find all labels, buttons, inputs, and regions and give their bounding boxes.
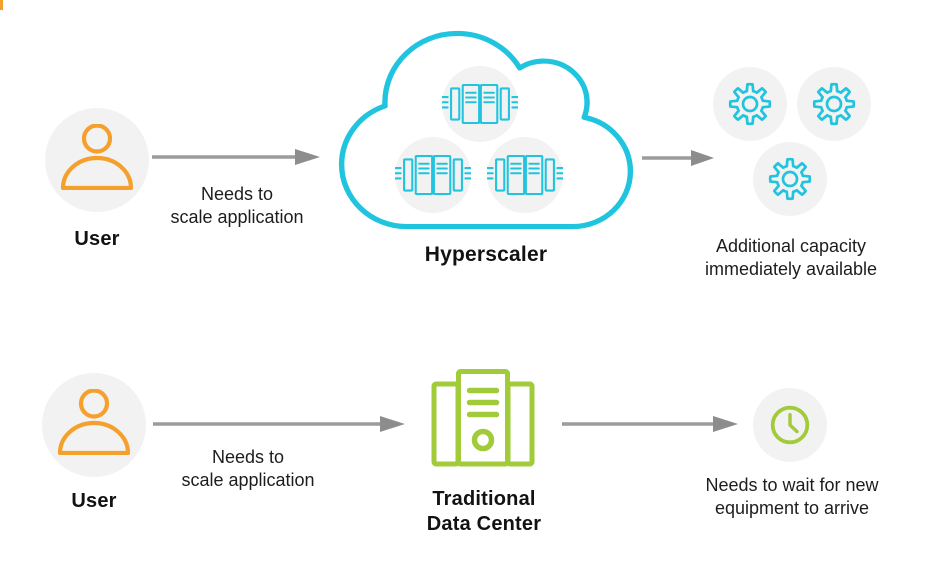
gear-icon	[768, 157, 812, 201]
gear-icon	[812, 82, 856, 126]
result-caption-line2: immediately available	[704, 259, 878, 279]
server-circle	[395, 137, 471, 213]
step-caption-line2: scale application	[181, 470, 315, 490]
step-caption-line1: Needs to	[200, 184, 274, 204]
step-caption: Needs to scale application	[156, 183, 318, 229]
capacity-circle	[753, 142, 827, 216]
user-avatar	[42, 373, 146, 477]
server-circle	[442, 66, 518, 142]
step-caption-line2: scale application	[170, 207, 304, 227]
step-caption-line1: Needs to	[211, 447, 285, 467]
person-outline-shape	[57, 389, 131, 455]
wait-circle	[753, 388, 827, 462]
clock-icon	[770, 405, 810, 445]
result-caption-line2: equipment to arrive	[714, 498, 870, 518]
result-caption-line1: Needs to wait for new	[705, 475, 879, 495]
arrow-right-icon	[152, 149, 320, 165]
corner-artifact	[0, 0, 3, 10]
user-label: User	[71, 490, 117, 512]
server-rack-shape	[487, 154, 563, 196]
user-avatar	[45, 108, 149, 212]
person-outline-shape	[60, 124, 134, 190]
person-outline-icon	[57, 389, 131, 455]
gear-icon	[728, 82, 772, 126]
arrow-right-icon	[642, 150, 714, 166]
arrow-right-icon	[153, 416, 405, 432]
datacenter-label-line1: Traditional	[432, 488, 536, 510]
datacenter-label-line2: Data Center	[426, 513, 542, 535]
server-rack-icon	[487, 154, 563, 196]
server-rack-icon	[442, 83, 518, 125]
data-center-building-icon	[431, 369, 535, 467]
server-circle	[487, 137, 563, 213]
user-label: User	[74, 228, 120, 250]
server-rack-icon	[395, 154, 471, 196]
hyperscaler-label: Hyperscaler	[424, 243, 548, 266]
capacity-circle	[797, 67, 871, 141]
server-rack-shape	[395, 154, 471, 196]
datacenter-label: Traditional Data Center	[384, 487, 584, 537]
result-caption: Needs to wait for new equipment to arriv…	[672, 474, 912, 520]
clock-shape	[770, 405, 810, 445]
result-caption: Additional capacity immediately availabl…	[680, 235, 902, 281]
result-caption-line1: Additional capacity	[715, 236, 867, 256]
step-caption: Needs to scale application	[167, 446, 329, 492]
capacity-circle	[713, 67, 787, 141]
person-outline-icon	[60, 124, 134, 190]
server-rack-shape	[442, 83, 518, 125]
arrow-right-icon	[562, 416, 738, 432]
data-center-shape	[431, 369, 535, 467]
